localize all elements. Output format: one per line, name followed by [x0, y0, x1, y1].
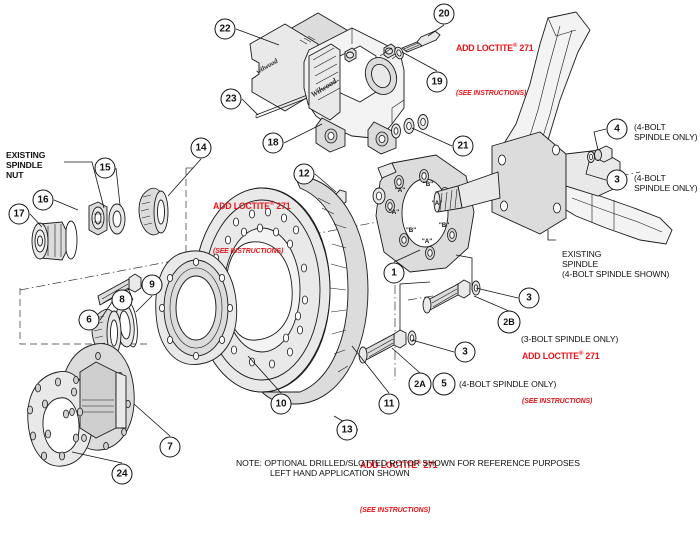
balloon-3-upper[interactable]: 3: [606, 169, 628, 191]
balloon-5[interactable]: 5: [432, 372, 456, 396]
callout-existing-spindle-nut: EXISTING SPINDLE NUT: [6, 150, 46, 181]
balloon-label: 9: [149, 280, 155, 291]
hole-tag: "B": [439, 222, 449, 229]
rotor-hat-10: [155, 250, 238, 365]
balloon-label: 24: [116, 469, 128, 480]
hole-tag: "A": [422, 238, 432, 245]
balloon-label: 7: [167, 442, 173, 453]
balloon-label: 12: [298, 169, 310, 180]
loctite-subtext: (SEE INSTRUCTIONS): [522, 397, 593, 405]
balloon-18[interactable]: 18: [262, 132, 284, 154]
loctite-subtext: (SEE INSTRUCTIONS): [456, 89, 527, 97]
balloon-label: 4: [614, 124, 620, 135]
balloon-19[interactable]: 19: [426, 71, 448, 93]
bracket-bolt-2b: [422, 279, 481, 314]
balloon-label: 17: [13, 209, 25, 220]
balloon-16[interactable]: 16: [32, 189, 54, 211]
balloon-label: 18: [267, 138, 279, 149]
balloon-label: 15: [99, 163, 111, 174]
balloon-label: 3: [614, 175, 620, 186]
balloon-8[interactable]: 8: [111, 289, 133, 311]
balloon-2A[interactable]: 2A: [408, 372, 432, 396]
caliper-bolt-20-washer-19: [391, 30, 441, 139]
existing-spindle: [433, 11, 673, 245]
caliper-body-18: Wilwood: [303, 27, 405, 155]
spindle-nut: [88, 201, 108, 236]
balloon-7[interactable]: 7: [159, 436, 181, 458]
balloon-15[interactable]: 15: [94, 157, 116, 179]
callout-3bolt-spindle-only: (3-BOLT SPINDLE ONLY): [521, 334, 619, 344]
footer-note-line1: NOTE: OPTIONAL DRILLED/SLOTTED ROTOR SHO…: [236, 458, 580, 468]
balloon-6[interactable]: 6: [78, 309, 100, 331]
hub-bolt-6: [97, 273, 142, 306]
balloon-9[interactable]: 9: [141, 274, 163, 296]
balloon-label: 3: [462, 347, 468, 358]
balloon-label: 11: [384, 399, 395, 410]
balloon-label: 3: [526, 293, 532, 304]
balloon-label: 5: [441, 379, 447, 390]
loctite-headline: ADD LOCTITE® 271: [522, 350, 600, 361]
balloon-label: 19: [431, 77, 443, 88]
dust-cap-17: [31, 221, 67, 261]
hole-tag: "A": [432, 200, 442, 207]
balloon-13[interactable]: 13: [336, 419, 358, 441]
callout-4bolt-spindle-only-2a: (4-BOLT SPINDLE ONLY): [459, 379, 557, 389]
callout-existing-spindle: EXISTING SPINDLE (4-BOLT SPINDLE SHOWN): [562, 249, 670, 280]
balloon-label: 2B: [503, 317, 515, 327]
balloon-label: 13: [341, 425, 353, 436]
footer-note-line2: LEFT HAND APPLICATION SHOWN: [270, 468, 410, 478]
loctite-subtext: (SEE INSTRUCTIONS): [360, 506, 431, 514]
balloon-label: 23: [225, 94, 237, 105]
spindle-hardware-4-3: [587, 145, 613, 163]
loctite-note-13: ADD LOCTITE® 271 (SEE INSTRUCTIONS): [360, 423, 438, 551]
balloon-2B[interactable]: 2B: [497, 310, 521, 334]
loctite-note-2b: ADD LOCTITE® 271 (SEE INSTRUCTIONS): [522, 314, 600, 442]
balloon-21[interactable]: 21: [452, 135, 474, 157]
balloon-label: 20: [438, 9, 450, 20]
balloon-14[interactable]: 14: [190, 137, 212, 159]
balloon-12[interactable]: 12: [293, 163, 315, 185]
loctite-subtext: (SEE INSTRUCTIONS): [213, 247, 284, 255]
balloon-10[interactable]: 10: [270, 393, 292, 415]
hole-tag: "B": [406, 227, 416, 234]
exploded-assembly-artwork: wilwood Wilwood: [8, 3, 673, 485]
balloon-4[interactable]: 4: [606, 118, 628, 140]
balloon-17[interactable]: 17: [8, 203, 30, 225]
balloon-label: 22: [219, 24, 231, 35]
hole-tag: "A": [389, 209, 399, 216]
loctite-note-20: ADD LOCTITE® 271 (SEE INSTRUCTIONS): [456, 6, 534, 134]
balloon-label: 8: [119, 295, 125, 306]
hub-7: [26, 343, 135, 467]
balloon-label: 16: [37, 195, 49, 206]
hole-tag: "B": [423, 181, 433, 188]
loctite-note-12: ADD LOCTITE® 271 (SEE INSTRUCTIONS): [213, 164, 291, 292]
callout-4bolt-spindle-only-bottom: (4-BOLT SPINDLE ONLY): [634, 173, 698, 194]
bracket-hole-tags: "A" "B" "A" "A" "B" "B" "A": [389, 181, 449, 245]
balloon-label: 6: [86, 315, 92, 326]
loctite-headline: ADD LOCTITE® 271: [360, 459, 438, 470]
balloon-22[interactable]: 22: [214, 18, 236, 40]
balloon-3-lower[interactable]: 3: [454, 341, 476, 363]
balloon-20[interactable]: 20: [433, 3, 455, 25]
loctite-headline: ADD LOCTITE® 271: [213, 200, 291, 211]
dust-cap-oring-16: [64, 220, 78, 260]
bracket-bolt-2a: [358, 329, 417, 364]
callout-4bolt-spindle-only-top: (4-BOLT SPINDLE ONLY): [634, 122, 698, 143]
balloon-label: 10: [275, 399, 287, 410]
balloon-1[interactable]: 1: [383, 262, 405, 284]
balloon-23[interactable]: 23: [220, 88, 242, 110]
spindle-washer-15: [108, 203, 126, 235]
balloon-3-mid[interactable]: 3: [518, 287, 540, 309]
diagram-canvas: wilwood Wilwood: [6, 3, 698, 514]
balloon-label: 2A: [414, 379, 426, 389]
balloon-label: 21: [457, 141, 469, 152]
balloon-label: 14: [195, 143, 207, 154]
balloon-24[interactable]: 24: [111, 463, 133, 485]
balloon-11[interactable]: 11: [378, 393, 400, 415]
outer-bearing-14: [138, 187, 169, 236]
loctite-headline: ADD LOCTITE® 271: [456, 42, 534, 53]
balloon-label: 1: [391, 268, 397, 279]
hole-tag: "A": [395, 187, 405, 194]
